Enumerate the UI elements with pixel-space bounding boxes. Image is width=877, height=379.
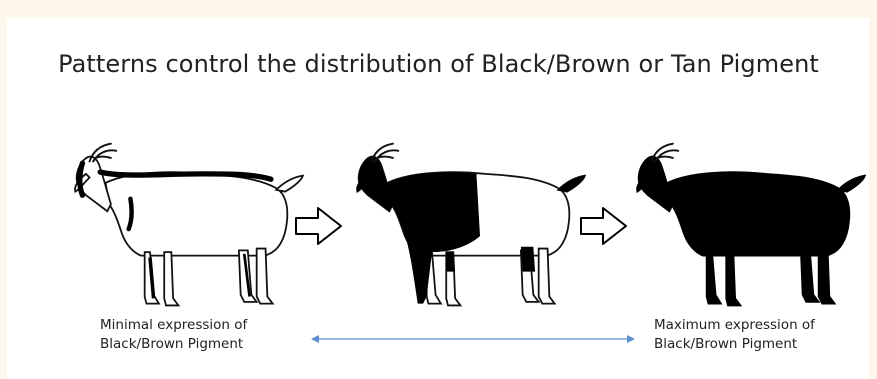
- caption-minimal-expression: Minimal expression of Black/Brown Pigmen…: [100, 316, 247, 354]
- goat-maximum-icon: [636, 142, 866, 307]
- caption-left-line-2: Black/Brown Pigment: [100, 336, 244, 352]
- goat-minimal-icon: [74, 142, 304, 307]
- goat-partial-icon: [356, 142, 586, 307]
- caption-right-line-1: Maximum expression of: [654, 317, 815, 333]
- diagram-title: Patterns control the distribution of Bla…: [58, 50, 819, 78]
- double-arrow-icon: [311, 335, 635, 343]
- caption-left-line-1: Minimal expression of: [100, 317, 248, 333]
- caption-maximum-expression: Maximum expression of Black/Brown Pigmen…: [654, 316, 815, 354]
- right-arrow-icon: [295, 207, 342, 245]
- caption-right-line-2: Black/Brown Pigment: [654, 336, 798, 352]
- right-arrow-icon: [580, 207, 627, 245]
